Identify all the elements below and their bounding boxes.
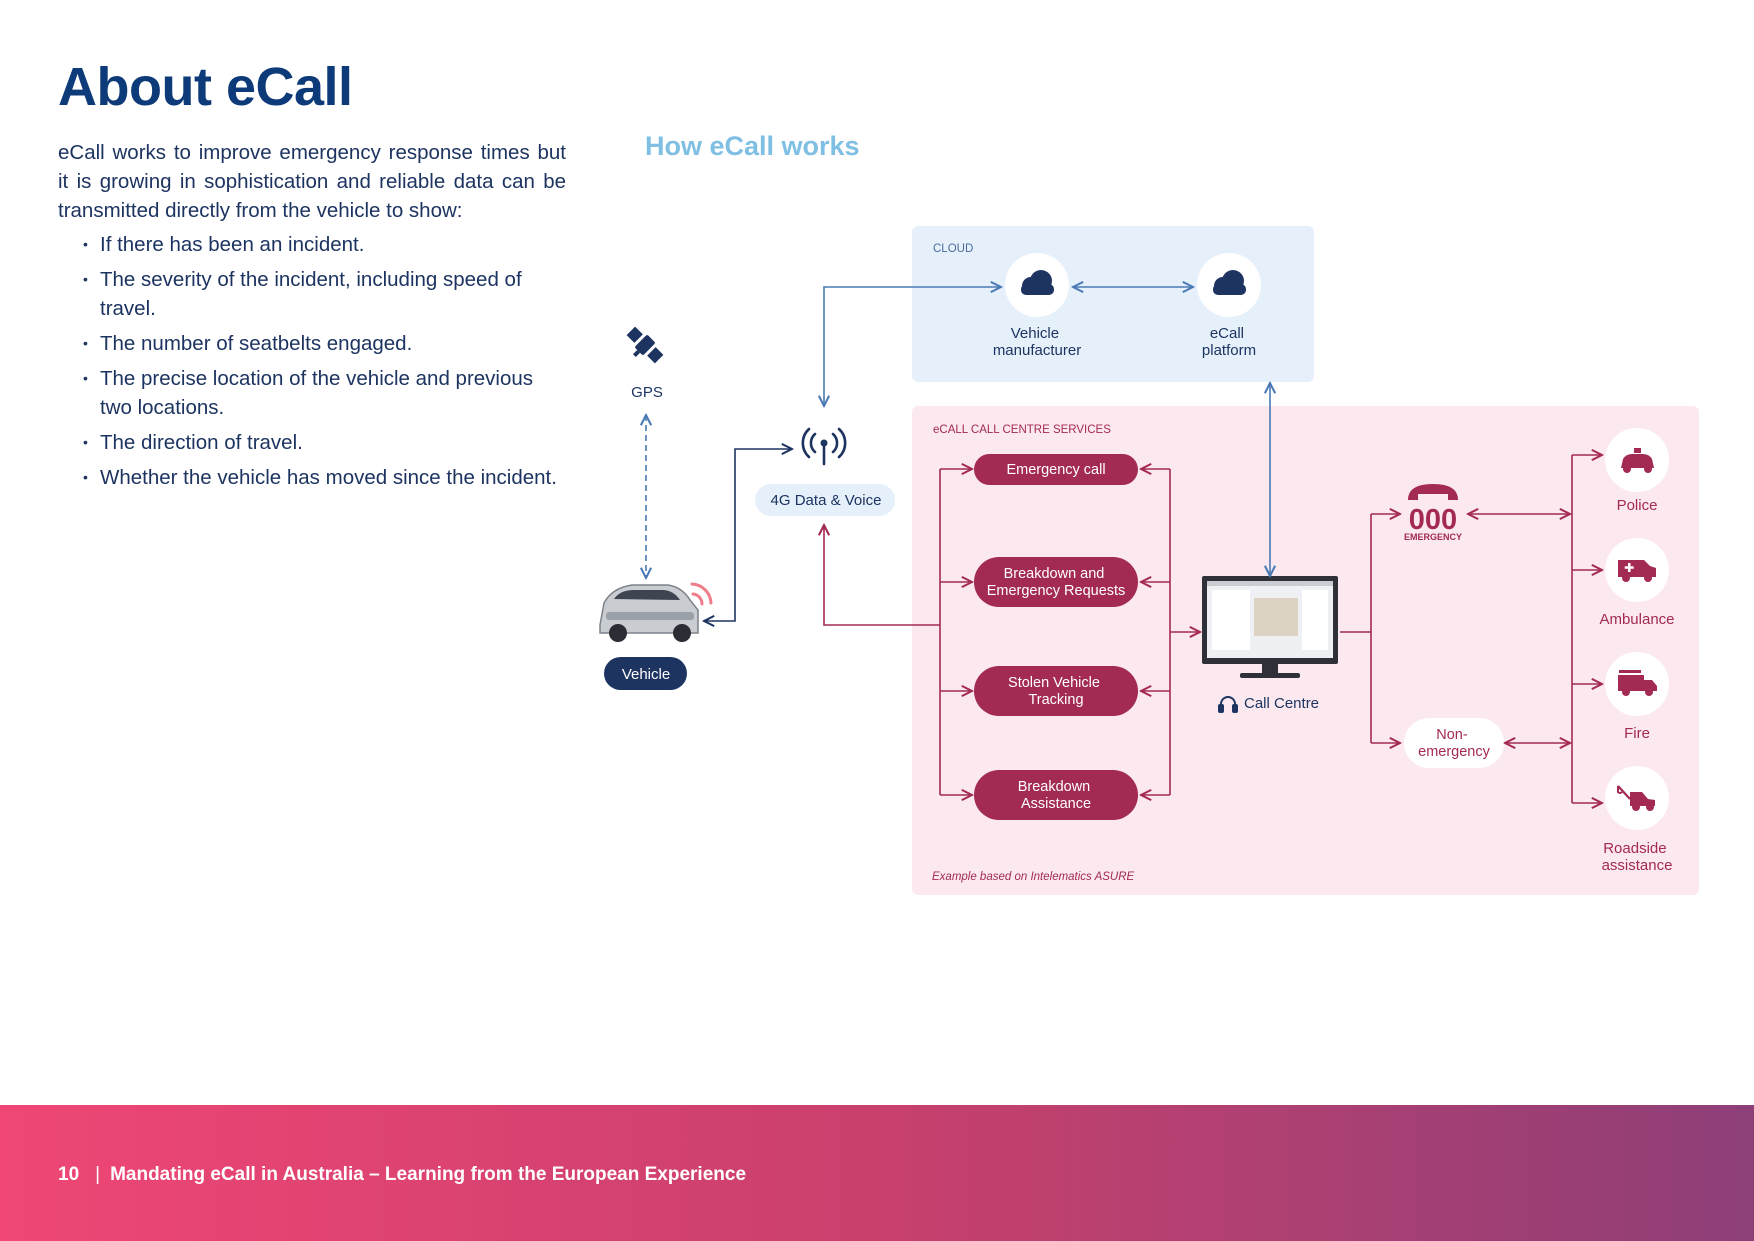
fire-truck-icon bbox=[1618, 670, 1657, 696]
list-item: If there has been an incident. bbox=[80, 230, 570, 259]
responder-police: Police bbox=[1605, 428, 1669, 514]
page-number: 10 bbox=[58, 1164, 80, 1185]
page-title: About eCall bbox=[58, 57, 353, 117]
ecall-platform-node: eCall platform bbox=[1197, 253, 1261, 359]
node-label: platform bbox=[1202, 342, 1256, 359]
telephone-icon bbox=[1408, 484, 1458, 500]
responder-ambulance: Ambulance bbox=[1599, 538, 1675, 628]
intro-paragraph: eCall works to improve emergency respons… bbox=[58, 141, 566, 222]
service-label: Tracking bbox=[1028, 692, 1083, 708]
vehicle-manufacturer-node: Vehicle manufacturer bbox=[993, 253, 1081, 359]
responder-connectors bbox=[1468, 455, 1602, 803]
document-title: Mandating eCall in Australia – Learning … bbox=[110, 1164, 747, 1185]
cloud-label: CLOUD bbox=[933, 243, 973, 255]
emergency-number: 000 bbox=[1409, 504, 1457, 536]
service-stolen-vehicle: Stolen Vehicle Tracking bbox=[974, 666, 1138, 716]
service-breakdown-assistance: Breakdown Assistance bbox=[974, 770, 1138, 820]
service-breakdown-emergency: Breakdown and Emergency Requests bbox=[974, 557, 1138, 607]
signal-waves-icon bbox=[690, 582, 713, 606]
svg-text:Emergency call: Emergency call bbox=[1006, 462, 1105, 478]
car-icon bbox=[599, 584, 699, 642]
cloud-network-arrow bbox=[824, 287, 1001, 406]
service-label: Breakdown bbox=[1018, 779, 1091, 795]
responder-label: assistance bbox=[1602, 857, 1673, 874]
svg-text:eCall platform: eCall platform bbox=[1202, 325, 1256, 359]
non-emergency-label: Non- bbox=[1436, 727, 1468, 743]
responder-roadside: Roadside assistance bbox=[1602, 766, 1673, 874]
ecall-diagram: CLOUD Vehicle manufacturer eCall platfor… bbox=[599, 226, 1699, 895]
service-label: Stolen Vehicle bbox=[1008, 675, 1100, 691]
services-label: eCALL CALL CENTRE SERVICES bbox=[933, 424, 1111, 436]
call-centre-label: Call Centre bbox=[1244, 695, 1319, 712]
list-item: The precise location of the vehicle and … bbox=[80, 364, 570, 422]
cloud-icon bbox=[1213, 270, 1246, 295]
footer-separator: | bbox=[95, 1164, 101, 1185]
services-left-connectors bbox=[939, 469, 972, 795]
cloud-icon bbox=[1021, 270, 1054, 295]
gps-node: GPS bbox=[626, 326, 664, 401]
node-label: eCall bbox=[1210, 325, 1244, 342]
footer-text: 10 | Mandating eCall in Australia – Learni… bbox=[58, 1164, 746, 1186]
vehicle-network-arrow bbox=[704, 449, 792, 621]
headset-icon bbox=[1218, 696, 1238, 713]
emergency-word: EMERGENCY bbox=[1404, 532, 1462, 542]
service-label: Breakdown and bbox=[1004, 566, 1105, 582]
list-item: Whether the vehicle has moved since the … bbox=[80, 463, 570, 492]
svg-text:Roadside assistance: Roadside assistance bbox=[1602, 840, 1673, 874]
svg-text:Fire: Fire bbox=[1624, 725, 1650, 742]
services-right-connectors bbox=[1141, 469, 1200, 795]
service-label: Emergency Requests bbox=[987, 583, 1126, 599]
non-emergency-node: Non- emergency bbox=[1404, 718, 1504, 768]
vehicle-pill bbox=[604, 657, 687, 690]
call-centre-monitor bbox=[1202, 576, 1338, 678]
list-item: The number of seatbelts engaged. bbox=[80, 329, 570, 358]
responder-label: Ambulance bbox=[1599, 611, 1674, 628]
list-item: The direction of travel. bbox=[80, 428, 570, 457]
footer-bar bbox=[0, 1105, 1754, 1241]
node-label: manufacturer bbox=[993, 342, 1081, 359]
example-note: Example based on Intelematics ASURE bbox=[932, 871, 1135, 883]
svg-text:Vehicle manufacturer: Vehicle manufacturer bbox=[993, 325, 1081, 359]
service-emergency-call: Emergency call bbox=[974, 454, 1138, 485]
diagram-title: How eCall works bbox=[645, 131, 860, 161]
svg-text:Breakdown Assistance: Breakdown Assistance bbox=[1018, 779, 1095, 812]
svg-text:Non- emergency: Non- emergency bbox=[1418, 727, 1490, 760]
responder-label: Fire bbox=[1624, 725, 1650, 742]
responder-fire: Fire bbox=[1605, 652, 1669, 742]
service-label: Emergency call bbox=[1006, 462, 1105, 478]
capabilities-list: If there has been an incident. The sever… bbox=[80, 230, 570, 498]
svg-text:Stolen Vehicle Tracking: Stolen Vehicle Tracking bbox=[1008, 675, 1104, 708]
network-services-arrow bbox=[824, 525, 940, 626]
ambulance-icon bbox=[1618, 560, 1656, 582]
satellite-icon bbox=[626, 326, 664, 364]
service-label: Assistance bbox=[1021, 796, 1091, 812]
responder-label: Roadside bbox=[1603, 840, 1666, 857]
tow-truck-icon bbox=[1617, 785, 1655, 811]
emergency-000-node: 000 EMERGENCY bbox=[1404, 484, 1462, 542]
antenna-icon bbox=[801, 427, 847, 466]
responder-label: Police bbox=[1617, 497, 1658, 514]
list-item: The severity of the incident, including … bbox=[80, 265, 570, 323]
svg-text:Police: Police bbox=[1617, 497, 1658, 514]
police-car-icon bbox=[1621, 448, 1654, 473]
non-emergency-label: emergency bbox=[1418, 744, 1490, 760]
svg-text:Breakdown and Emergency: Breakdown and Emergency Requests bbox=[987, 566, 1126, 599]
vehicle-label: Vehicle bbox=[622, 666, 670, 683]
call-centre-outgoing-connectors bbox=[1340, 514, 1400, 743]
svg-text:Ambulance: Ambulance bbox=[1599, 611, 1674, 628]
gps-label: GPS bbox=[631, 384, 663, 401]
node-label: Vehicle bbox=[1011, 325, 1059, 342]
network-label: 4G Data & Voice bbox=[771, 492, 882, 509]
